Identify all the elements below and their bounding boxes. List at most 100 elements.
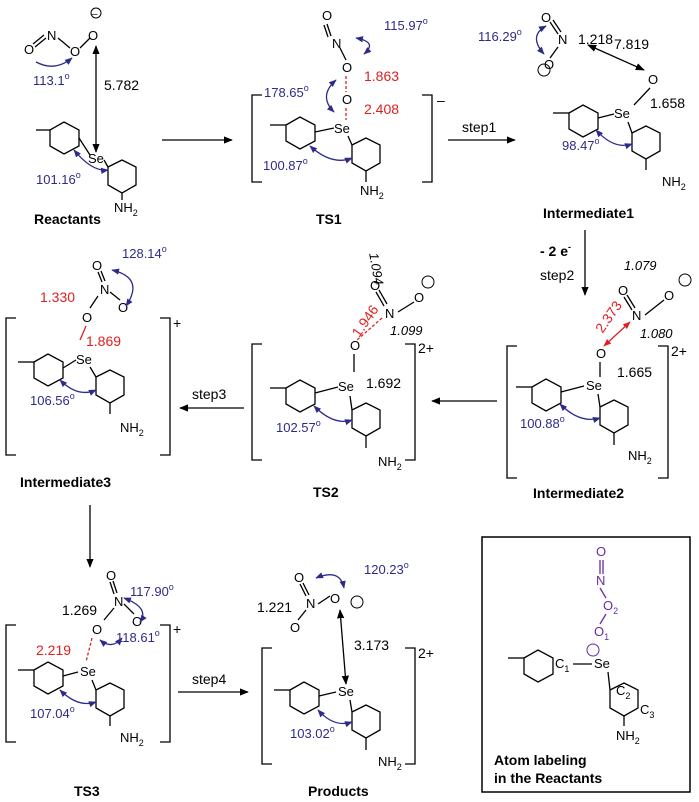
o-atom: O [541,10,551,25]
step2-note: - 2 e- [540,242,571,259]
angle-ono: 128.14o [122,244,167,261]
charge-ts1: – [437,92,445,108]
distance-no-b: 1.080 [640,326,673,341]
se-atom: Se [88,151,104,166]
o-atom: O [70,44,80,59]
se-atom: Se [338,684,354,699]
label-ts1: TS1 [316,211,342,227]
reactants-structure: O N O O – 113.1o 5.782 Se NH2 101.16o Re… [24,7,139,227]
atom-labeling-legend: O N O2 O1 C1 Se C2 C3 NH2 Atom labeling … [481,536,691,793]
distance-o-n: 1.330 [40,289,75,305]
se-atom: Se [334,121,350,136]
distance-o-n: 1.946 [348,302,381,340]
se-atom: Se [338,379,354,394]
legend-title-line1: Atom labeling [494,752,587,768]
legend-o2: O2 [603,598,618,616]
angle-cse: 101.16o [36,170,81,187]
distance-o-o: 7.819 [614,36,649,52]
label-ts3: TS3 [74,783,100,799]
ts1-structure: – O N O O 1.863 2.408 115.97o 178.65o Se… [251,8,445,227]
o-atom: O [290,620,300,635]
se-atom: Se [614,106,630,121]
distance-o-se: 1.869 [86,333,121,349]
o-atom: O [92,258,102,273]
n-atom: N [114,594,123,609]
se-atom: Se [586,378,602,393]
se-atom: Se [594,656,610,671]
o-atom: O [544,57,554,72]
n-atom: N [558,32,567,47]
minus-charge: – [92,9,98,20]
o-atom: O [118,300,128,315]
angle-ono: 115.97o [384,16,428,33]
o-atom: O [618,283,628,298]
distance-o-se: 2.408 [364,101,399,117]
o-atom: O [82,310,92,325]
n-atom: N [385,306,394,321]
angle-ono: 120.23o [364,560,409,577]
ts2-structure: 2+ 1.094 O N O 1.099 1.946 O 1.692 Se NH… [251,251,435,500]
products-structure: 2+ O N O O 1.221 120.23o 3.173 Se NH2 10… [257,560,434,799]
intermediate3-structure: + O N O O 1.330 1.869 128.14o Se NH2 106… [5,244,181,490]
o-atom: O [664,288,674,303]
distance-o-se: 3.173 [354,637,389,653]
o-atom: O [370,278,380,293]
charge-ts3: + [173,621,181,637]
angle-cse: 98.47o [562,136,600,153]
nh2-group: NH2 [378,454,402,472]
legend-c3: C3 [640,702,654,720]
o-atom: O [350,338,360,353]
n-atom: N [596,573,605,588]
charge-int3: + [173,315,181,331]
distance-no-a: 1.079 [624,258,657,273]
label-reactants: Reactants [34,211,101,227]
o-atom: O [106,568,116,583]
n-atom: N [47,28,56,43]
distance-no-b: 1.099 [390,323,423,338]
nh2-group: NH2 [360,183,384,201]
legend-c2: C2 [616,683,630,701]
distance-o-se: 2.219 [36,642,71,658]
label-ts2: TS2 [313,484,339,500]
nh2-group: NH2 [628,448,652,466]
n-atom: N [332,36,341,51]
intermediate2-structure: 2+ 1.079 O N O 1.080 2.373 O 1.665 Se NH… [506,258,692,501]
distance-o-se: 5.782 [104,77,139,93]
step1-label: step1 [462,119,496,135]
n-atom: N [632,308,641,323]
o-atom: O [330,591,340,606]
o-atom: O [648,72,658,87]
charge-ts2: 2+ [418,340,434,356]
o-atom: O [294,570,304,585]
angle-cse: 106.56o [30,391,75,408]
angle-cse: 107.04o [30,704,75,721]
charge-products: 2+ [418,645,434,661]
distance-se-o: 1.658 [650,95,685,111]
charge-int2: 2+ [671,343,687,359]
angle-o-n-o-se: 118.61o [116,628,160,645]
intermediate1-structure: O N O 1.218 116.29o 7.819 O 1.658 Se NH2… [478,10,686,221]
step2-label: step2 [540,267,574,283]
distance-no-a: 1.094 [366,251,386,286]
legend-o1: O1 [594,624,609,642]
angle-cse: 102.57o [276,418,321,435]
distance-no: 1.269 [62,602,97,618]
o-atom: O [92,622,102,637]
distance-o-n: 2.373 [592,298,625,336]
angle-ono: 116.29o [478,27,522,44]
nh2-group: NH2 [120,420,144,438]
nh2-group: NH2 [378,754,402,772]
distance-no: 1.218 [578,31,613,47]
angle-ono: 117.90o [130,582,174,599]
distance-no: 1.221 [257,599,292,615]
o-atom: O [88,28,98,43]
nh2-group: NH2 [120,730,144,748]
step3-label: step3 [192,386,226,402]
distance-se-o: 1.692 [366,375,401,391]
o-atom: O [342,60,352,75]
nh2-group: NH2 [662,174,686,192]
angle-ono: 113.1o [33,71,70,88]
n-atom: N [100,282,109,297]
